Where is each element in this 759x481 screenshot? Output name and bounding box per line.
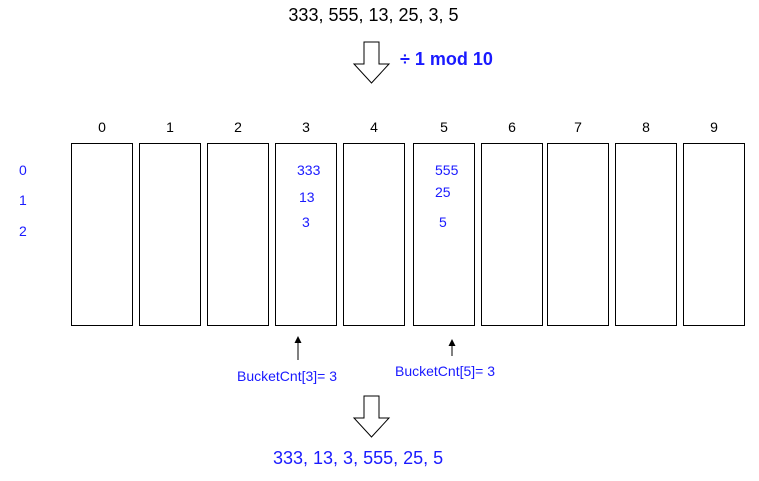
bucket-count-label: BucketCnt[3]= 3 — [237, 368, 338, 384]
bucket-1 — [139, 143, 201, 326]
bucket-index: 6 — [508, 119, 516, 135]
bucket-value: 5 — [439, 214, 447, 230]
row-label: 0 — [19, 162, 27, 178]
output-sequence: 333, 13, 3, 555, 25, 5 — [273, 448, 444, 468]
pointer-arrow-icon — [294, 336, 302, 360]
bucket-value: 13 — [299, 189, 315, 205]
bucket-value: 333 — [297, 162, 321, 178]
row-label: 1 — [19, 192, 27, 208]
bucket-2 — [207, 143, 269, 326]
bucket-3 — [275, 143, 337, 326]
bucket-5 — [413, 143, 475, 326]
bucket-index: 1 — [166, 119, 174, 135]
bucket-index: 2 — [234, 119, 242, 135]
bucket-index: 4 — [370, 119, 378, 135]
bucket-index: 8 — [642, 119, 650, 135]
bucket-index: 5 — [440, 119, 448, 135]
input-sequence: 333, 555, 13, 25, 3, 5 — [288, 5, 459, 25]
operation-label: ÷ 1 mod 10 — [400, 49, 493, 69]
bucket-index: 0 — [98, 119, 106, 135]
bucket-4 — [343, 143, 405, 326]
down-arrow-icon — [352, 41, 391, 84]
row-label: 2 — [19, 223, 27, 239]
bucket-0 — [71, 143, 133, 326]
bucket-index: 7 — [574, 119, 582, 135]
bucket-9 — [683, 143, 745, 326]
bucket-6 — [481, 143, 543, 326]
bucket-index: 9 — [710, 119, 718, 135]
bucket-count-label: BucketCnt[5]= 3 — [395, 363, 496, 379]
bucket-value: 25 — [435, 184, 451, 200]
bucket-value: 555 — [435, 162, 459, 178]
bucket-value: 3 — [302, 214, 310, 230]
down-arrow-icon — [352, 395, 391, 438]
bucket-8 — [615, 143, 677, 326]
bucket-7 — [547, 143, 609, 326]
bucket-index: 3 — [302, 119, 310, 135]
pointer-arrow-icon — [448, 339, 456, 356]
